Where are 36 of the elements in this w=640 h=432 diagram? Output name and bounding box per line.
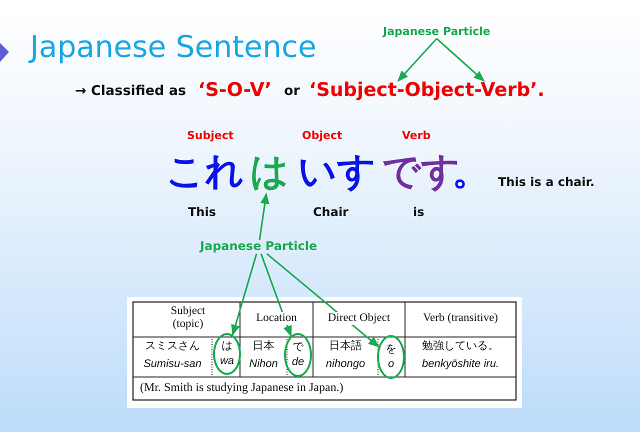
gloss-label: This [188,206,216,220]
particle-kana: は [250,150,289,194]
title: Japanese Sentence [30,31,316,66]
particle-label: Japanese Particle [383,26,490,39]
highlight-text: ‘Subject-Object-Verb’. [309,80,545,102]
table-cell-text: 日本 [252,340,276,353]
table-cell-text: Sumisu-san [142,358,203,371]
table-cell-text: 日本語 [328,340,363,353]
role-label: Verb [402,130,431,143]
highlight-text: ‘S-O-V’ [198,80,272,102]
table-cell-text: スミスさん [144,340,201,353]
subtitle-text: → Classified as [75,84,186,100]
arrow [436,38,485,82]
kana-word: これ [166,150,244,194]
particle-ellipse: で de [284,333,312,377]
particle-ellipse: を o [377,335,405,379]
kana-word: いす [298,150,376,194]
arrow [397,38,438,82]
table-header: Verb (transitive) [422,312,500,326]
arrow [266,253,380,348]
particle-ellipse: は wa [213,333,241,375]
gloss-label: Chair [313,206,348,220]
subtitle-text: or [284,84,300,100]
table-cell-text: 勉強している。 [421,340,500,353]
translation-text: This is a chair. [498,176,595,190]
gloss-label: is [413,206,424,220]
table-cell-text: Nihon [248,358,279,371]
table-cell-text: benkyōshite iru. [420,358,500,371]
table-header: Subject (topic) [170,305,206,332]
arrow [258,192,270,240]
table-cell: (Mr. Smith is studying Japanese in Japan.) [140,381,344,395]
arrow [231,254,258,336]
particle-label: Japanese Particle [200,240,318,254]
role-label: Object [302,130,342,143]
role-label: Subject [187,130,234,143]
table-cell-text: nihongo [324,358,366,371]
